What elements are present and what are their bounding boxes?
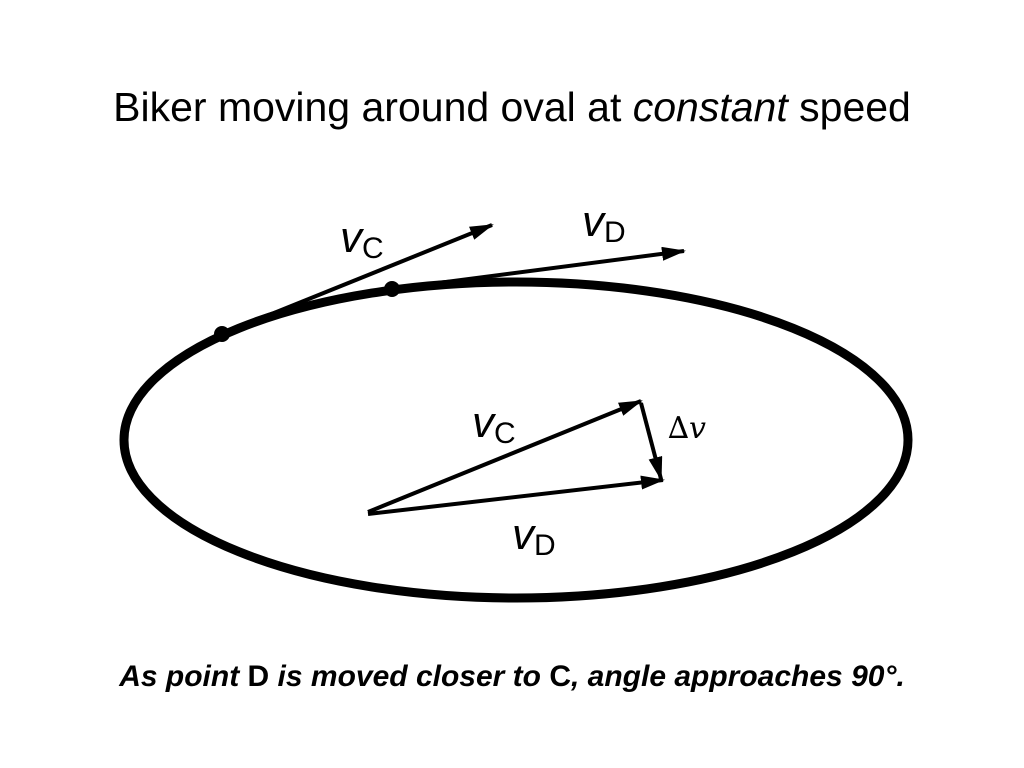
label-vd-triangle: vD xyxy=(512,510,556,562)
delta-v-arrow xyxy=(639,402,663,481)
caption-point-d: D xyxy=(247,660,270,693)
title-part1: Biker moving around oval at xyxy=(113,84,633,130)
caption-part2: is moved closer to xyxy=(269,660,550,693)
label-vd-track: vD xyxy=(582,197,626,249)
velocity-c-arrow-triangle xyxy=(367,399,643,514)
title-emphasis: constant xyxy=(632,84,788,130)
label-vc-track: vC xyxy=(340,213,384,265)
velocity-c-arrow-track xyxy=(221,223,494,336)
velocity-d-arrow-track xyxy=(391,246,686,291)
caption-part3: , angle approaches 90°. xyxy=(570,660,905,693)
label-delta-v: ∆v xyxy=(668,411,706,446)
oval-track xyxy=(119,277,913,603)
slide-title: Biker moving around oval at constant spe… xyxy=(0,84,1024,131)
caption-point-c: C xyxy=(549,660,571,693)
title-part2: speed xyxy=(787,84,911,130)
caption-part1: As point xyxy=(119,660,248,693)
velocity-d-arrow-triangle xyxy=(367,475,665,516)
label-vc-triangle: vC xyxy=(472,398,516,450)
slide-caption: As point D is moved closer to C, angle a… xyxy=(0,660,1024,694)
